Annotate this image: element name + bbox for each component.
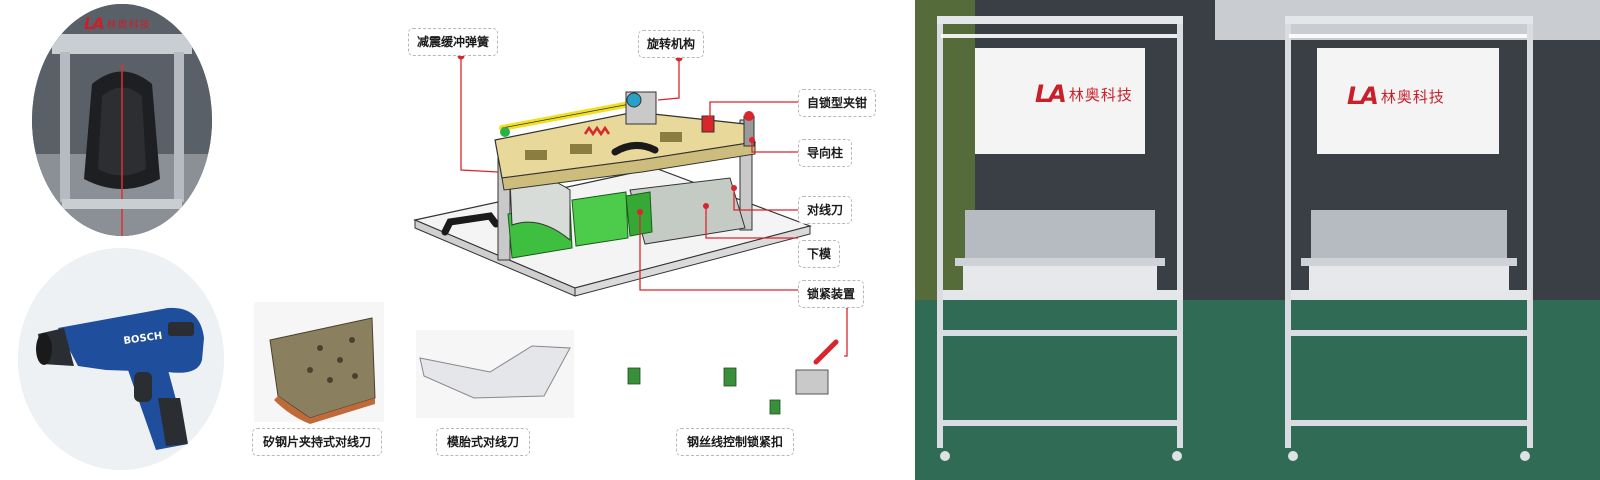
svg-text:BOSCH: BOSCH [123, 331, 163, 347]
handle [441, 212, 500, 236]
left-photo-column: LA 林奥科技 BOSCH [0, 0, 230, 480]
caption-steel-sheet-knife: 矽钢片夹持式对线刀 [252, 428, 383, 456]
callout-lower-mold: 下模 [798, 240, 841, 268]
callout-self-lock-clamp: 自锁型夹钳 [798, 89, 877, 117]
brand-name: 林奥科技 [1380, 87, 1445, 106]
callout-rotation-mechanism: 旋转机构 [638, 30, 705, 58]
seat-fixture-illustration [32, 4, 212, 236]
brand-name: 林奥科技 [1068, 85, 1133, 104]
station-1-brand: LA 林奥科技 [1035, 80, 1133, 108]
heat-gun-illustration: BOSCH [18, 248, 224, 470]
diagram-drawing [254, 52, 851, 426]
caption-mold-knife: 模胎式对线刀 [436, 428, 531, 456]
brand-name: 林奥科技 [106, 20, 151, 31]
green-block-2 [571, 191, 629, 247]
seat-photo-brand: LA 林奥科技 [84, 14, 151, 33]
brand-logo: LA [1035, 80, 1067, 108]
callout-damping-spring: 减震缓冲弹簧 [408, 28, 499, 56]
damping-spring-shape [583, 125, 611, 137]
station-2-brand: LA 林奥科技 [1347, 82, 1445, 110]
seat-fixture-photo: LA 林奥科技 [32, 4, 212, 236]
heat-gun-photo: BOSCH [18, 248, 224, 470]
fixture-structure-diagram: 减震缓冲弹簧 旋转机构 自锁型夹钳 导向柱 对线刀 下模 锁紧装置 矽钢片夹持式… [240, 0, 900, 480]
workstation-photo: LA 林奥科技 LA 林奥科技 [915, 0, 1600, 480]
brand-logo: LA [1347, 82, 1379, 110]
callout-guide-pillar: 导向柱 [798, 139, 853, 167]
workstation-1 [937, 16, 1183, 461]
callout-locking-device: 锁紧装置 [798, 280, 865, 308]
callout-alignment-knife: 对线刀 [798, 196, 853, 224]
caption-wire-lock: 钢丝线控制锁紧扣 [676, 428, 795, 456]
brand-logo: LA [84, 14, 105, 33]
wire-lock-parts [627, 367, 781, 415]
workstation-illustration [915, 0, 1600, 480]
workstation-2 [1285, 16, 1533, 461]
mold-knife-shape [419, 345, 571, 399]
